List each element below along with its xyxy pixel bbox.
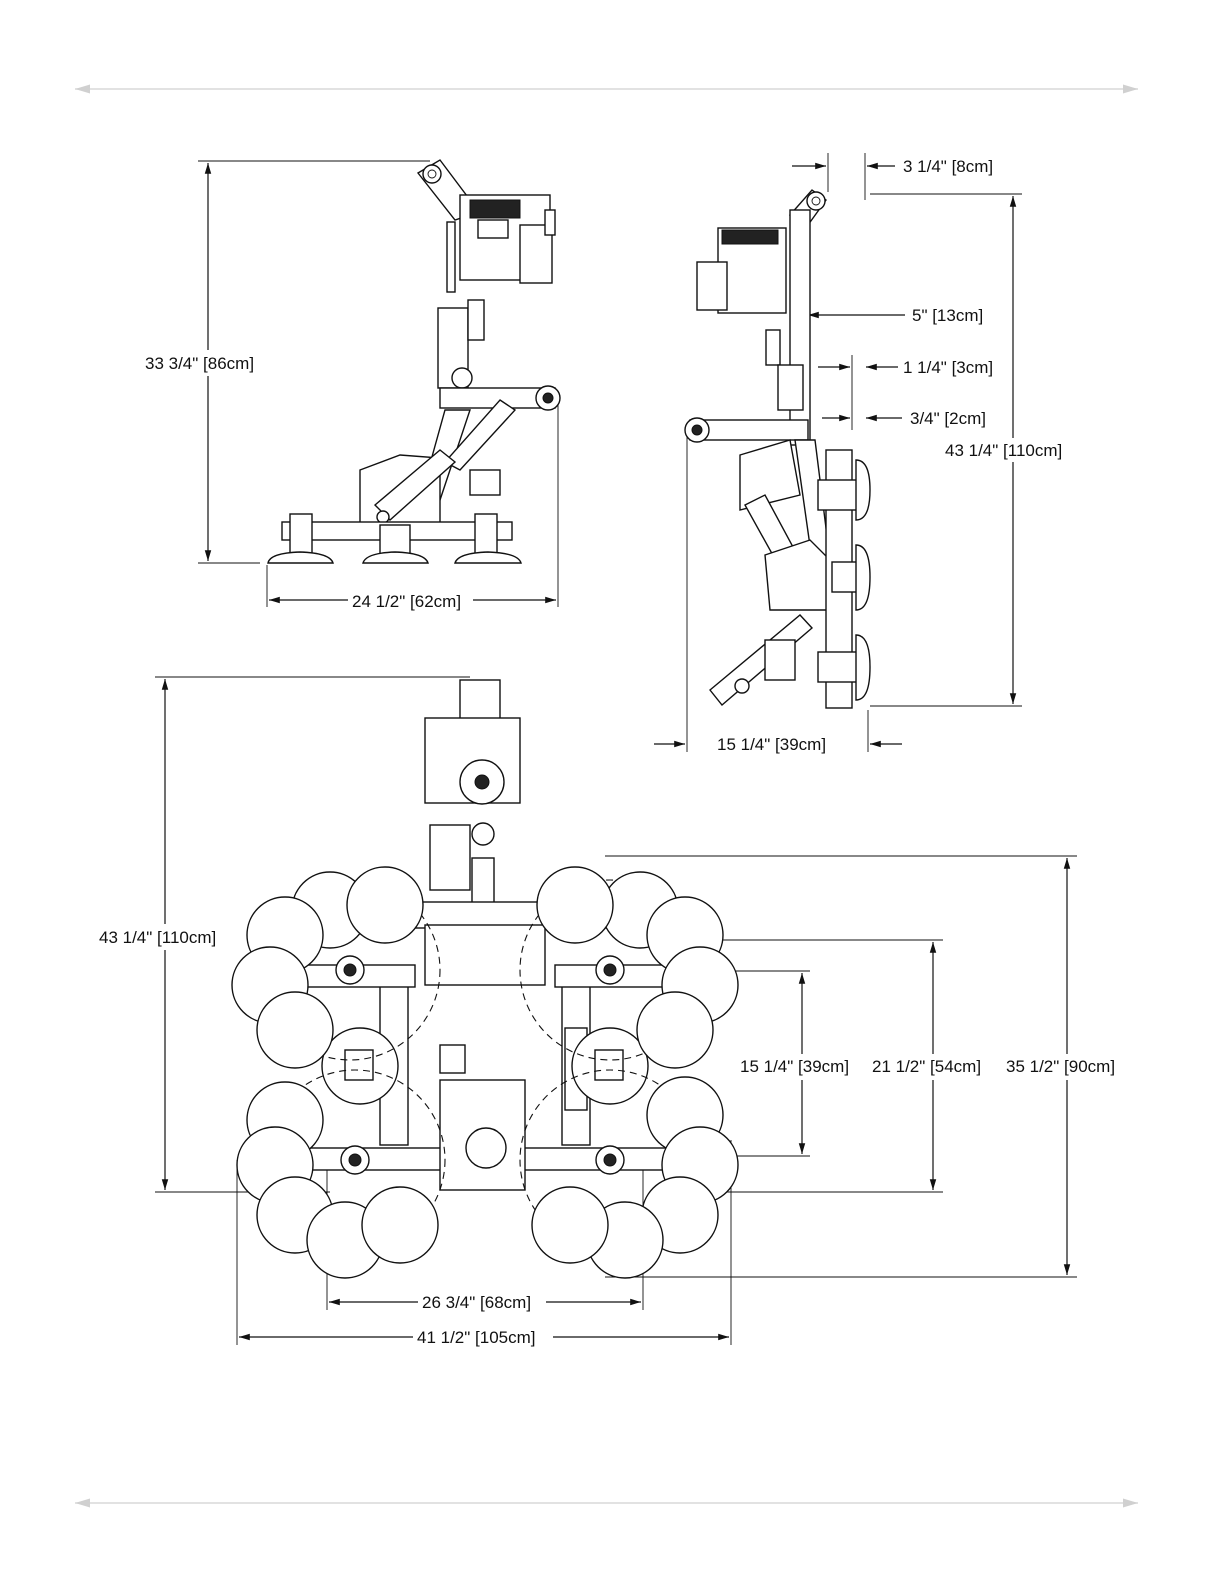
profile-view: 3 1/4" [8cm] 5" [13cm] 1 1/4" [3cm] 3/4"…: [654, 153, 1078, 754]
profile-height-label: 43 1/4" [110cm]: [945, 441, 1062, 460]
plan-pad-spacing-1-label: 15 1/4" [39cm]: [740, 1057, 849, 1076]
plan-pad-spacing-3-label: 35 1/2" [90cm]: [1006, 1057, 1115, 1076]
profile-offset-5-label: 5" [13cm]: [912, 306, 983, 325]
profile-offset-1-25-label: 1 1/4" [3cm]: [903, 358, 993, 377]
plan-width-outer-label: 41 1/2" [105cm]: [417, 1328, 536, 1347]
side-view: 33 3/4" [86cm] 24 1/2" [62cm]: [142, 160, 560, 613]
side-height-label: 33 3/4" [86cm]: [145, 354, 254, 373]
pad-cluster-bottom-right: [520, 1070, 738, 1278]
plan-pad-spacing-2-label: 21 1/2" [54cm]: [872, 1057, 981, 1076]
profile-top-offset-label: 3 1/4" [8cm]: [903, 157, 993, 176]
profile-width-label: 15 1/4" [39cm]: [717, 735, 826, 754]
pad-cluster-bottom-left: [237, 1070, 445, 1278]
plan-width-inner-label: 26 3/4" [68cm]: [422, 1293, 531, 1312]
plan-view: 43 1/4" [110cm] 15 1/4" [39cm] 21 1/2" […: [96, 677, 1129, 1350]
side-width-label: 24 1/2" [62cm]: [352, 592, 461, 611]
plan-height-label: 43 1/4" [110cm]: [99, 928, 216, 947]
profile-offset-0-75-label: 3/4" [2cm]: [910, 409, 986, 428]
